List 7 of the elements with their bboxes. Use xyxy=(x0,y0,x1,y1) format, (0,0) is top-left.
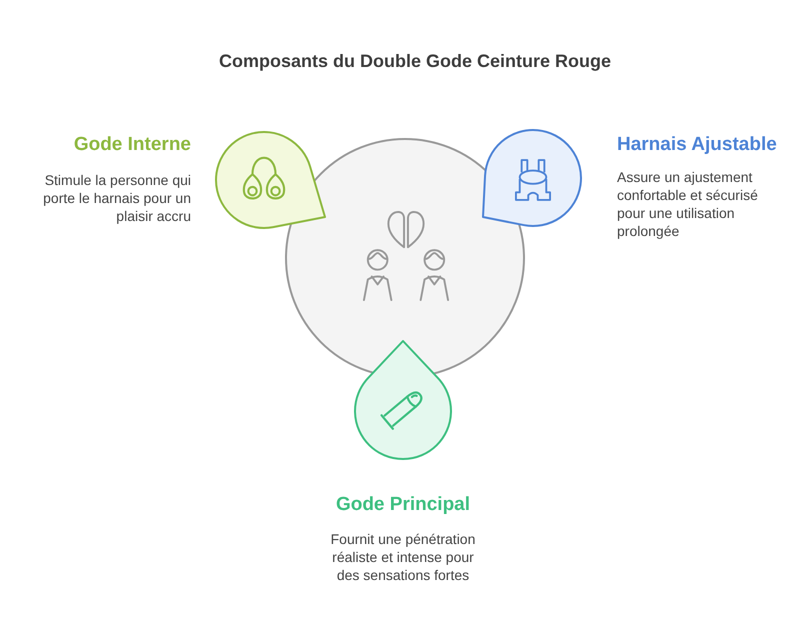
title: Composants du Double Gode Ceinture Rouge xyxy=(218,50,611,73)
heading: Gode Principal xyxy=(336,493,470,516)
heading: Gode Interne xyxy=(74,133,191,156)
description: Fournit une pénétration réaliste et intense pour des sensations fortes xyxy=(330,530,476,584)
description: Stimule la personne qui porte le harnais pour un plaisir accru xyxy=(42,171,191,225)
description: Assure un ajustement confortable et sécurisé pour une utilisation prolongée xyxy=(617,168,759,240)
heading: Harnais Ajustable xyxy=(617,133,777,156)
